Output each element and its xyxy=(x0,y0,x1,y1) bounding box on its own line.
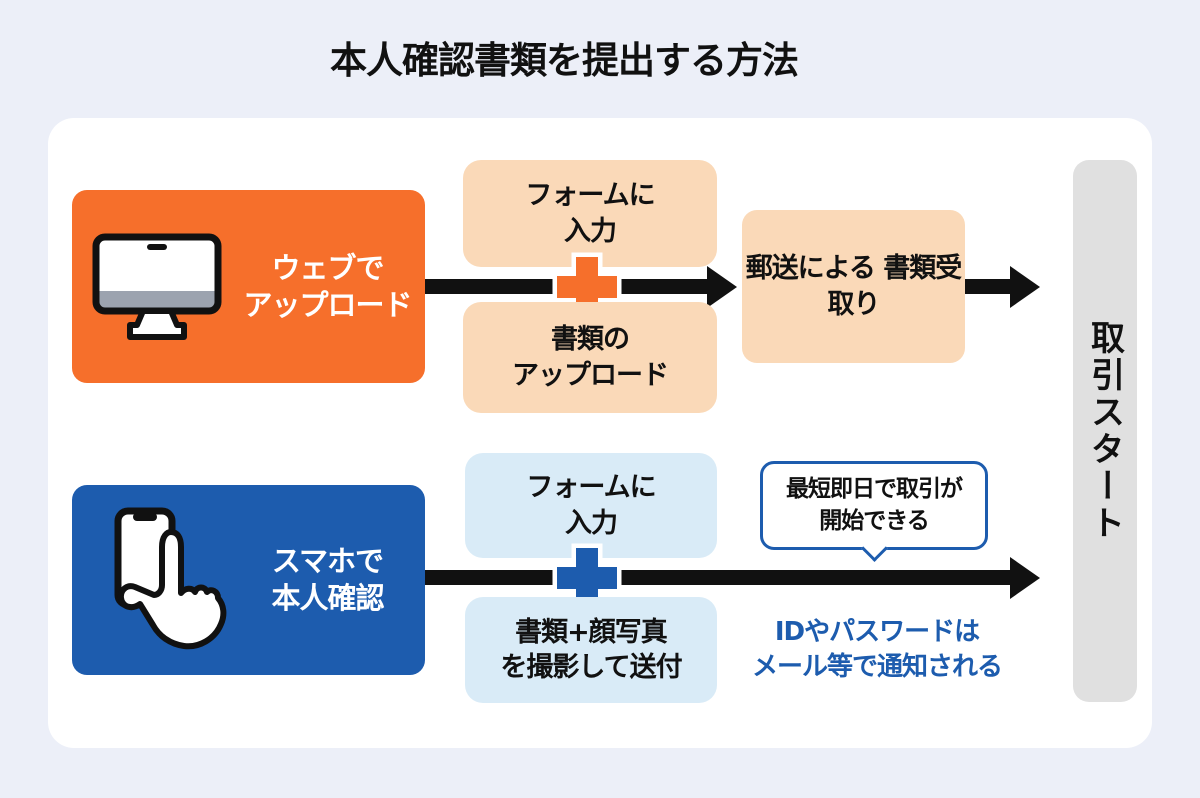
same-day-callout-line1: 最短即日で取引が xyxy=(786,476,963,503)
id-password-note-line1: IDやパスワードは xyxy=(774,617,980,647)
smartphone-flow-arrow xyxy=(425,570,1010,585)
goal-bar: 取引スタート xyxy=(1073,160,1137,702)
same-day-callout: 最短即日で取引が 開始できる xyxy=(760,461,988,562)
web-step-upload-box: 書類の アップロード xyxy=(463,302,717,413)
smartphone-source-box: スマホで 本人確認 xyxy=(72,485,425,675)
goal-label: 取引スタート xyxy=(1084,320,1125,542)
mail-receive-box: 郵送による 書類受取り xyxy=(742,210,965,363)
desktop-monitor-icon xyxy=(92,233,222,340)
smartphone-label-line1: スマホで xyxy=(271,543,384,578)
mail-receive-line1: 郵送による xyxy=(745,253,876,285)
web-upload-label-line1: ウェブで xyxy=(271,250,384,285)
web-step-form-line2: 入力 xyxy=(563,215,617,247)
id-password-note: IDやパスワードは メール等で通知される xyxy=(742,615,1012,685)
sp-step-photo-line1: 書類+顔写真 xyxy=(515,616,668,648)
smartphone-label-line2: 本人確認 xyxy=(271,581,384,615)
web-upload-label-line2: アップロード xyxy=(243,287,412,322)
web-upload-source-box: ウェブで アップロード xyxy=(72,190,425,383)
mail-receive-line2: 書類受取り xyxy=(827,253,963,320)
smartphone-label: スマホで 本人確認 xyxy=(238,543,417,617)
sp-step-form-line1: フォームに xyxy=(526,472,656,504)
id-password-note-line2: メール等で通知される xyxy=(751,652,1003,683)
sp-step-form-box: フォームに 入力 xyxy=(465,453,717,558)
sp-step-form-line2: 入力 xyxy=(564,507,618,539)
page-title: 本人確認書類を提出する方法 xyxy=(330,39,799,82)
flow-card: ウェブで アップロード フォームに 入力 書類の アップロード 郵送による 書類… xyxy=(48,118,1152,748)
web-result-arrow xyxy=(965,279,1010,294)
web-step-upload-line2: アップロード xyxy=(512,359,669,391)
web-step-upload-line1: 書類の xyxy=(551,324,630,356)
smartphone-tap-icon xyxy=(114,507,227,650)
same-day-callout-line2: 開始できる xyxy=(819,507,930,534)
web-upload-label: ウェブで アップロード xyxy=(238,249,417,323)
web-step-form-line1: フォームに xyxy=(525,180,655,212)
sp-step-photo-box: 書類+顔写真 を撮影して送付 xyxy=(465,597,717,703)
sp-step-photo-line2: を撮影して送付 xyxy=(500,652,682,683)
callout-tail xyxy=(861,535,888,562)
web-step-form-box: フォームに 入力 xyxy=(463,160,717,267)
